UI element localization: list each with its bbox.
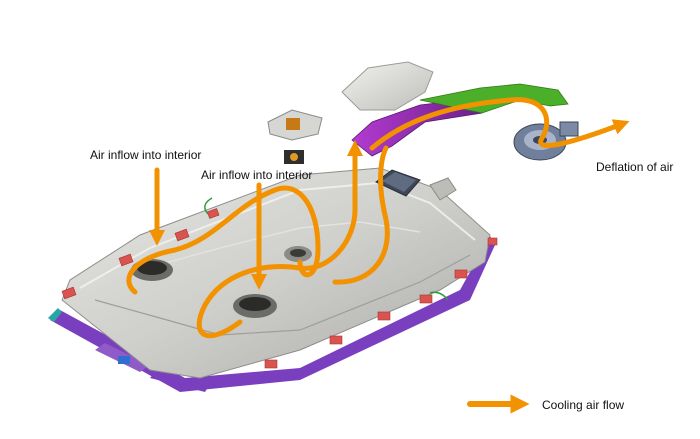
airflow-loop-right: [332, 145, 390, 285]
frame-bracket-bottom: [150, 372, 210, 392]
airflow-duct-path: [369, 97, 630, 151]
legend-cooling-air-flow: Cooling air flow: [542, 398, 625, 412]
mounting-brackets: [61, 208, 498, 369]
label-deflation-of-air: Deflation of air: [596, 160, 674, 174]
tray-center-ridge: [139, 221, 421, 271]
airflow-loop-center: [196, 139, 364, 339]
tray-top-ridge: [79, 181, 476, 289]
airflow-arrows: [126, 97, 630, 339]
cover-lid: [341, 61, 434, 111]
grille-block: [375, 169, 421, 197]
tray-lower-ridge: [94, 254, 471, 336]
center-fitting: [284, 246, 312, 262]
label-air-inflow-left: Air inflow into interior: [90, 148, 202, 162]
frame-rail-teal: [48, 308, 62, 322]
wire-left: [204, 197, 213, 215]
relay-component: [284, 150, 304, 164]
wire-right: [429, 291, 449, 301]
control-module: [267, 109, 323, 141]
connector-blue: [118, 356, 130, 364]
side-bracket: [429, 177, 457, 201]
airflow-loop-left: [126, 185, 321, 295]
label-air-inflow-center: Air inflow into interior: [201, 168, 313, 182]
air-inlet-center: [233, 294, 277, 318]
battery-tray: [61, 167, 491, 379]
